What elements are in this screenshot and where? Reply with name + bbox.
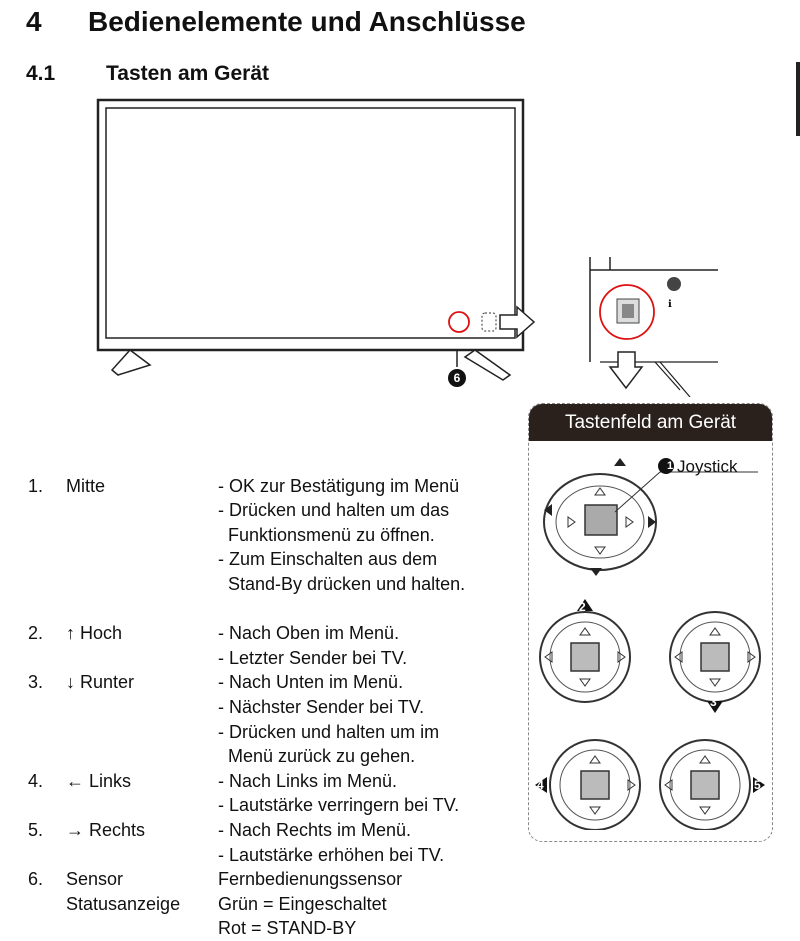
item-number: 3. xyxy=(28,672,44,693)
item-label: Sensor xyxy=(66,869,124,890)
list-item: 3. ↓ Runter - Nach Unten im Menü. xyxy=(0,670,520,695)
item-number: 5. xyxy=(28,820,44,840)
button-description-list: 1. Mitte - OK zur Bestätigung im Menü - Drü… xyxy=(0,449,530,939)
dpad-right xyxy=(659,739,765,830)
chapter-number: 4 xyxy=(26,6,42,37)
section-title: Tasten am Gerät xyxy=(106,62,270,85)
list-item: Stand-By drücken und halten. xyxy=(0,572,520,597)
item-description: - Drücken und halten um das xyxy=(218,500,450,521)
sensor-marker-6: 6 xyxy=(448,369,466,387)
dpad-marker-left: 4 xyxy=(537,778,544,792)
list-item: Menü zurück zu gehen. xyxy=(0,744,520,769)
item-description: - Nach Unten im Menü. xyxy=(218,672,404,693)
item-description: Grün = Eingeschaltet xyxy=(218,893,387,914)
item-description: Stand-By drücken und halten. xyxy=(218,574,466,594)
list-item: - Lautstärke verringern bei TV. xyxy=(0,793,520,818)
item-description: - Lautstärke erhöhen bei TV. xyxy=(218,844,445,865)
arrow-down-icon xyxy=(608,351,644,390)
item-description: - Nach Links im Menü. xyxy=(218,770,398,791)
dpad-diagrams xyxy=(535,599,765,830)
item-label: ↓ Runter xyxy=(66,672,135,693)
page-edge-marker xyxy=(796,62,800,136)
item-description: - Nächster Sender bei TV. xyxy=(218,697,425,717)
sensor-circle xyxy=(448,311,470,333)
item-description: Rot = STAND-BY xyxy=(218,918,357,939)
item-description: - Zum Einschalten aus dem xyxy=(218,549,438,570)
item-number: 1. xyxy=(28,475,44,496)
chapter-title: Bedienelemente und Anschlüsse xyxy=(88,6,526,37)
svg-text:ℹ: ℹ xyxy=(668,299,672,310)
list-item: 4. ← Links - Nach Links im Menü. xyxy=(0,769,520,794)
item-label: ← Links xyxy=(66,770,132,791)
list-item: - Nächster Sender bei TV. xyxy=(0,695,520,720)
panel-title: Tastenfeld am Gerät xyxy=(529,404,772,441)
list-item: 5. → Rechts - Nach Rechts im Menü. xyxy=(0,818,520,843)
item-description: - Letzter Sender bei TV. xyxy=(218,647,408,668)
dpad-marker-right: 5 xyxy=(754,778,761,792)
item-description: Menü zurück zu gehen. xyxy=(218,746,416,767)
item-label: → Rechts xyxy=(66,820,146,840)
list-item: - Drücken und halten um das xyxy=(0,498,520,523)
list-item: - Letzter Sender bei TV. xyxy=(0,646,520,671)
list-item: 1. Mitte - OK zur Bestätigung im Menü xyxy=(0,474,520,499)
dpad-left xyxy=(535,739,641,830)
item-description: - Nach Oben im Menü. xyxy=(218,623,400,644)
list-item: - Zum Einschalten aus dem xyxy=(0,547,520,572)
item-description: - Lautstärke verringern bei TV. xyxy=(218,795,460,816)
list-item: Rot = STAND-BY xyxy=(0,916,520,941)
dpad-up xyxy=(539,599,631,703)
tv-illustration xyxy=(96,98,536,381)
item-description: - OK zur Bestätigung im Menü xyxy=(218,475,460,496)
list-item: Statusanzeige Grün = Eingeschaltet xyxy=(0,892,520,917)
arrow-right-icon xyxy=(499,305,536,339)
list-item: - Lautstärke erhöhen bei TV. xyxy=(0,843,520,868)
item-label: Statusanzeige xyxy=(66,893,181,914)
item-number: 4. xyxy=(28,770,44,791)
joystick-diagram xyxy=(543,458,758,576)
item-label: ↑ Hoch xyxy=(66,623,123,644)
item-number: 2. xyxy=(28,623,44,644)
item-description: Fernbedienungssensor xyxy=(218,869,403,890)
tv-stand-right xyxy=(463,349,512,381)
list-item: - Drücken und halten um im xyxy=(0,720,520,745)
list-item: 6. Sensor Fernbedienungssensor xyxy=(0,867,520,892)
list-item: 2. ↑ Hoch - Nach Oben im Menü. xyxy=(0,621,520,646)
button-panel: Tastenfeld am Gerät xyxy=(528,403,773,842)
item-description: - Nach Rechts im Menü. xyxy=(218,820,412,840)
tv-stand-left xyxy=(110,348,152,376)
item-number: 6. xyxy=(28,869,44,890)
dpad-marker-down: 3 xyxy=(710,695,717,709)
list-item: Funktionsmenü zu öffnen. xyxy=(0,523,520,548)
tv-closeup-illustration: ℹ xyxy=(589,257,718,397)
item-description: Funktionsmenü zu öffnen. xyxy=(218,524,435,545)
dpad-marker-up: 2 xyxy=(579,600,586,614)
item-description: - Drücken und halten um im xyxy=(218,721,440,742)
dpad-down xyxy=(669,611,761,713)
section-number: 4.1 xyxy=(26,62,56,85)
item-label: Mitte xyxy=(66,475,106,496)
joystick-marker-1: 1 xyxy=(666,460,674,472)
joystick-label: Joystick xyxy=(677,457,738,476)
